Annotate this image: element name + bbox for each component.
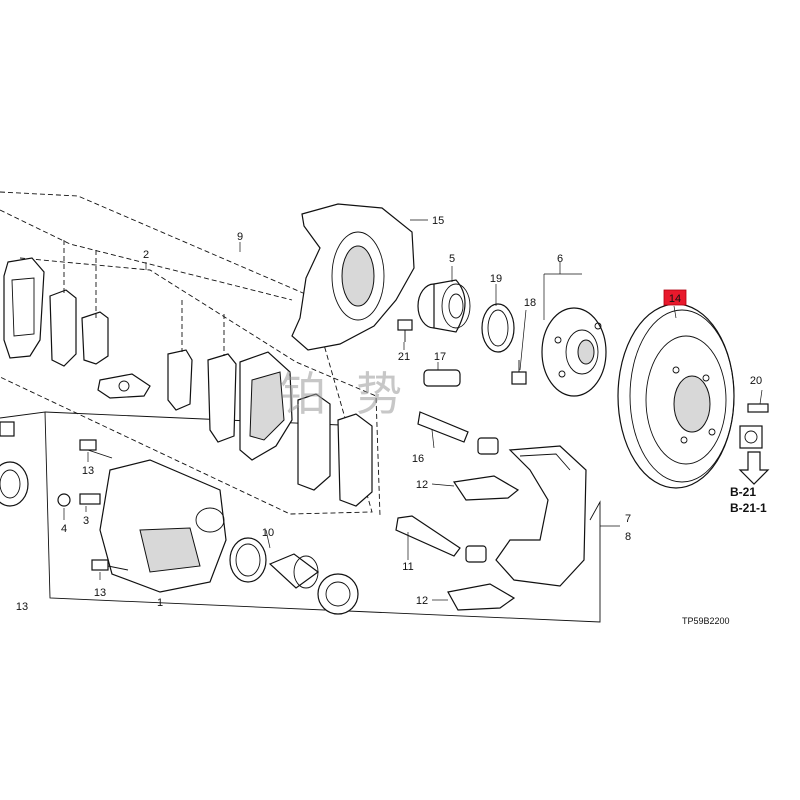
group-boundary-1 [0, 191, 373, 515]
callout-13-upper: 13 [82, 465, 94, 477]
callout-4: 4 [61, 523, 67, 535]
callout-1: 1 [157, 597, 163, 609]
fastener-21 [397, 319, 413, 342]
callout-21: 21 [398, 351, 410, 363]
callout-2: 2 [143, 249, 149, 261]
callout-8: 8 [625, 531, 631, 543]
pad-clip-lower [447, 583, 516, 611]
left-edge-parts [0, 421, 29, 507]
callout-12-upper: 12 [416, 479, 428, 491]
snap-ring [481, 303, 515, 353]
callout-12-lower: 12 [416, 595, 428, 607]
leader-lines [63, 219, 763, 601]
callout-15: 15 [432, 215, 444, 227]
fastener-20 [739, 403, 769, 449]
callout-18: 18 [524, 297, 536, 309]
highlight-box-14 [663, 289, 687, 306]
bolt-13-lower [91, 559, 129, 571]
callout-6: 6 [557, 253, 563, 265]
dust-boot [317, 573, 359, 615]
bolt-13-upper [79, 439, 113, 459]
callout-3: 3 [83, 515, 89, 527]
bleeder-cap [57, 493, 71, 507]
watermark-char-2: 势 [356, 367, 402, 421]
bleeder-screw [79, 493, 101, 505]
callout-13-extra: 13 [16, 601, 28, 613]
caliper-body [99, 459, 227, 593]
wheel-hub [541, 307, 607, 397]
reference-b21-1: B-21-1 [730, 501, 767, 515]
callout-16: 16 [412, 453, 424, 465]
piston-seal [229, 537, 267, 583]
fastener-18 [511, 360, 527, 385]
reference-arrow [738, 451, 770, 485]
watermark-char-1: 铂 [280, 367, 326, 421]
callout-14: 14 [669, 293, 681, 305]
callout-7: 7 [625, 513, 631, 525]
splash-shield [291, 203, 415, 351]
reference-b21: B-21 [730, 485, 756, 499]
callout-20: 20 [750, 375, 762, 387]
piston [268, 553, 320, 589]
boot-upper [477, 437, 499, 455]
pad-set-left [3, 240, 151, 399]
caliper-bracket [495, 445, 587, 587]
pad-clip-upper [452, 475, 520, 501]
callout-5: 5 [449, 253, 455, 265]
guide-pin-17 [423, 369, 461, 387]
group-boundary-9 [0, 209, 293, 301]
callout-17: 17 [434, 351, 446, 363]
caliper-group-box [0, 411, 601, 623]
diagram-code: TP59B2200 [682, 616, 730, 626]
callout-9: 9 [237, 231, 243, 243]
guide-pin-16 [417, 411, 469, 443]
hub-bearing [417, 279, 471, 333]
guide-pin-11 [395, 515, 487, 563]
callout-11: 11 [402, 561, 413, 573]
brake-disc [617, 303, 735, 489]
callout-19: 19 [490, 273, 502, 285]
pad-set-center [167, 300, 373, 507]
callout-10: 10 [262, 527, 274, 539]
callout-13-lower: 13 [94, 587, 106, 599]
